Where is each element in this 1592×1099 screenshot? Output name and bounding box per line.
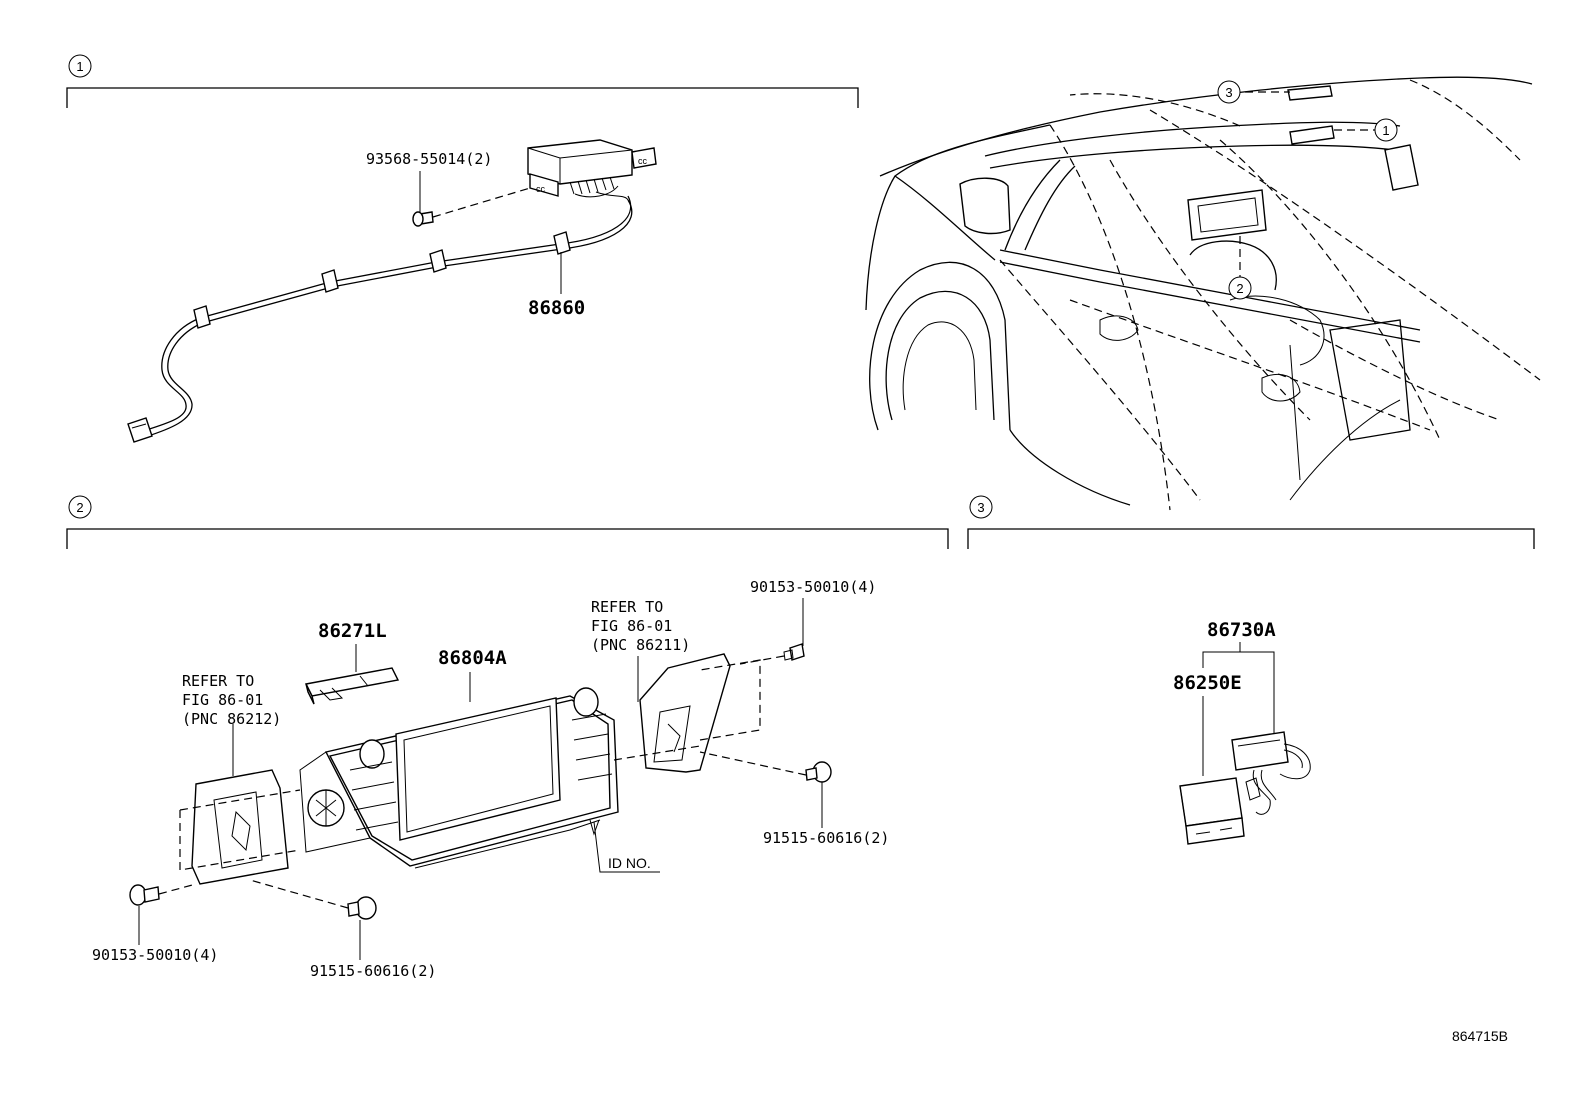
label-refer-left-3: (PNC 86212): [182, 710, 281, 728]
label-refer-left-1: REFER TO: [182, 672, 254, 690]
screw-91515-bottom: [249, 879, 377, 920]
section-1-number: 1: [76, 59, 83, 74]
right-bracket: [639, 653, 731, 773]
left-bracket: [191, 769, 289, 885]
section-2-number: 2: [76, 500, 83, 515]
display-unit-86804a: [299, 687, 619, 869]
screw-91515-right: [699, 751, 832, 783]
antenna-amplifier: cc cc: [527, 139, 657, 201]
module-86250e: [1179, 777, 1245, 845]
section-1-bracket: [66, 87, 859, 108]
section-2: 2 86271L 86804A: [66, 495, 949, 980]
label-id-no: ID NO.: [608, 855, 651, 871]
label-86271l: 86271L: [318, 620, 387, 642]
bolt-90153-top-right: [739, 643, 805, 665]
label-86804a: 86804A: [438, 647, 507, 669]
section-3-number: 3: [977, 500, 984, 515]
section-1: 1 cc cc: [66, 54, 859, 443]
vehicle-overview: 3 1 2: [865, 76, 1541, 511]
label-91515-bottom: 91515-60616(2): [310, 962, 436, 980]
overview-callout-3: 3: [1225, 85, 1232, 100]
label-86730a: 86730A: [1207, 619, 1276, 641]
overview-callout-2: 2: [1236, 281, 1243, 296]
label-refer-right-2: FIG 86-01: [591, 617, 672, 635]
antenna-harness: [127, 195, 633, 443]
label-91515-right: 91515-60616(2): [763, 829, 889, 847]
label-86860: 86860: [528, 297, 585, 319]
label-90153-left: 90153-50010(4): [92, 946, 218, 964]
svg-text:cc: cc: [536, 184, 546, 194]
section-2-bracket: [66, 528, 949, 549]
label-93568-55014: 93568-55014(2): [366, 150, 492, 168]
figure-code: 864715B: [1452, 1028, 1508, 1044]
label-90153-top-right: 90153-50010(4): [750, 578, 876, 596]
bolt-93568: [412, 171, 531, 227]
overview-callout-1: 1: [1382, 123, 1389, 138]
label-refer-right-1: REFER TO: [591, 598, 663, 616]
label-86250e: 86250E: [1173, 672, 1242, 694]
section-3-bracket: [967, 528, 1535, 549]
module-86730a: [1231, 731, 1311, 815]
bracket-86271l: [304, 667, 400, 705]
section-3: 3 86730A 86250E: [967, 495, 1535, 845]
svg-text:cc: cc: [638, 156, 648, 166]
label-refer-left-2: FIG 86-01: [182, 691, 263, 709]
label-refer-right-3: (PNC 86211): [591, 636, 690, 654]
bolt-90153-left: [129, 883, 197, 906]
